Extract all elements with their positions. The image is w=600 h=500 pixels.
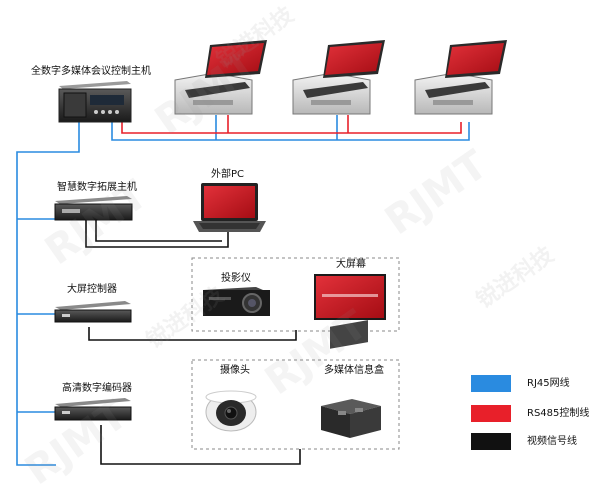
laptop-lift-icon	[414, 40, 507, 115]
rack-unit-icon	[54, 301, 132, 323]
legend-swatch-rj45	[471, 375, 511, 392]
laptop-icon	[193, 183, 266, 232]
hd-encoder-label: 高清数字编码器	[62, 383, 132, 394]
capture-group-box	[191, 359, 400, 450]
host-unit-icon	[58, 81, 132, 123]
legend-label-video: 视频信号线	[527, 436, 577, 447]
screen-controller-label: 大屏控制器	[67, 284, 117, 295]
rack-unit-icon	[54, 398, 132, 421]
legend-label-rj45: RJ45网线	[527, 378, 570, 389]
main-host-label: 全数字多媒体会议控制主机	[31, 66, 151, 77]
projector-label: 投影仪	[221, 273, 251, 284]
rj45-wires	[16, 115, 470, 466]
legend-label-rs485: RS485控制线	[527, 408, 590, 419]
legend-swatch-video	[471, 433, 511, 450]
projector-icon	[203, 287, 270, 316]
info-box-label: 多媒体信息盒	[324, 365, 384, 376]
big-screen-label: 大屏幕	[336, 259, 366, 270]
legend-swatch-rs485	[471, 405, 511, 422]
display-group-box	[191, 257, 400, 332]
video-wires	[85, 220, 301, 465]
floor-box-icon	[321, 320, 381, 438]
external-pc-label: 外部PC	[211, 169, 245, 180]
expansion-host-label: 智慧数字拓展主机	[57, 182, 137, 193]
rs485-wires	[121, 115, 462, 134]
laptop-lift-icon	[292, 40, 385, 115]
camera-label: 摄像头	[220, 365, 250, 376]
laptop-lift-icon	[174, 40, 267, 115]
rack-unit-icon	[54, 196, 133, 221]
display-icon	[314, 274, 386, 320]
dome-camera-icon	[205, 390, 257, 432]
